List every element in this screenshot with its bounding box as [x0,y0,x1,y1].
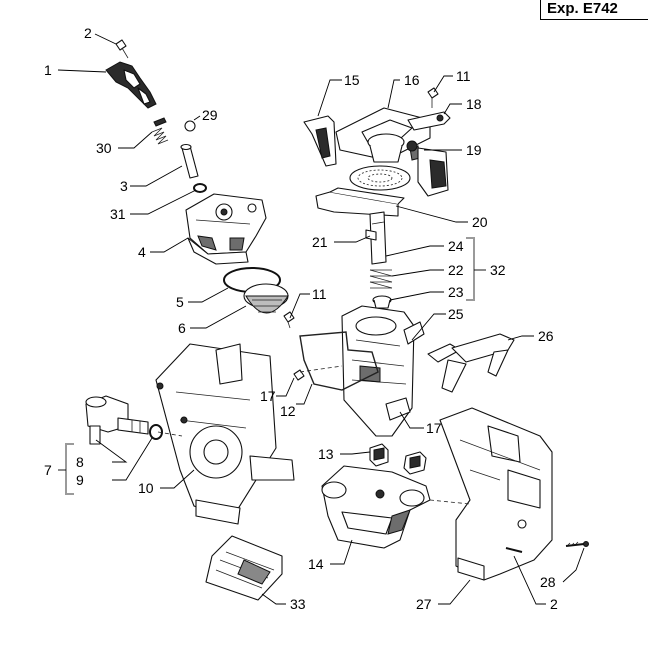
part-23-washer [372,295,392,309]
part-11-screw-top [427,87,439,108]
part-27-right-frame [439,407,553,581]
part-14-carriage [321,465,431,549]
part-16-hopper [335,107,431,163]
callout-18: 18 [466,96,482,112]
callout-16: 16 [404,72,420,88]
callout-33: 33 [290,596,306,612]
part-29-ball [184,120,196,132]
callout-8: 8 [76,454,84,470]
callout-3: 3 [120,178,128,194]
part-15-slider [303,115,337,167]
part-11-screw-lower [283,311,295,329]
part-25-housing [341,305,425,437]
callout-31: 31 [110,206,126,222]
callout-20: 20 [472,214,488,230]
callout-9: 9 [76,472,84,488]
group-bracket-32 [466,237,486,301]
callout-27: 27 [416,596,432,612]
callout-23: 23 [448,284,464,300]
callout-28: 28 [540,574,556,590]
callout-4: 4 [138,244,146,260]
part-28-screw [565,541,589,547]
group-bracket-7 [58,443,74,495]
callout-25: 25 [448,306,464,322]
callout-14: 14 [308,556,324,572]
callout-5: 5 [176,294,184,310]
part-1-nozzle [105,61,157,109]
part-33-lid [205,535,283,601]
part-31-o-ring [193,183,207,193]
callout-26: 26 [538,328,554,344]
alignment-lines [157,365,471,505]
part-perforated-disc [349,165,411,191]
part-18-lever [407,111,451,131]
callout-17-left: 17 [260,388,276,404]
part-12-wire-bracket [299,331,379,391]
part-2-lower-pin [505,547,523,553]
callout-30: 30 [96,140,112,156]
part-22-spring [369,269,393,289]
part-17-screw-left [293,369,305,381]
part-30-spring [151,117,169,145]
part-2-screw-top [115,39,129,59]
callout-2-lower: 2 [550,596,558,612]
exploded-view-id: Exp. E742 [540,0,648,20]
part-19-mechanism [406,140,449,197]
callout-6: 6 [178,320,186,336]
callout-7: 7 [44,462,52,478]
callout-1: 1 [44,62,52,78]
part-26-lever [427,333,515,393]
callout-17-right: 17 [426,420,442,436]
callout-24: 24 [448,238,464,254]
part-3-pin [180,143,199,179]
callout-10: 10 [138,480,154,496]
part-9-o-ring [149,424,163,440]
callout-21: 21 [312,234,328,250]
part-21-shaft [365,211,387,265]
part-10-left-frame [155,343,295,525]
part-4-valve-body [185,193,267,265]
callout-15: 15 [344,72,360,88]
part-13-blocks [369,443,427,475]
callout-11-lower: 11 [312,286,327,302]
part-8-coupling [85,395,149,445]
callout-13: 13 [318,446,334,462]
part-6-filter [243,283,289,314]
callout-32: 32 [490,262,506,278]
callout-29: 29 [202,107,218,123]
part-20-tray [315,187,405,217]
callout-22: 22 [448,262,464,278]
callout-12: 12 [280,403,296,419]
callout-2: 2 [84,25,92,41]
callout-11-top: 11 [456,68,471,84]
callout-labels: 2 1 30 29 3 31 4 5 6 11 15 16 11 18 19 2… [44,25,558,612]
leader-lines [57,33,585,605]
callout-19: 19 [466,142,482,158]
